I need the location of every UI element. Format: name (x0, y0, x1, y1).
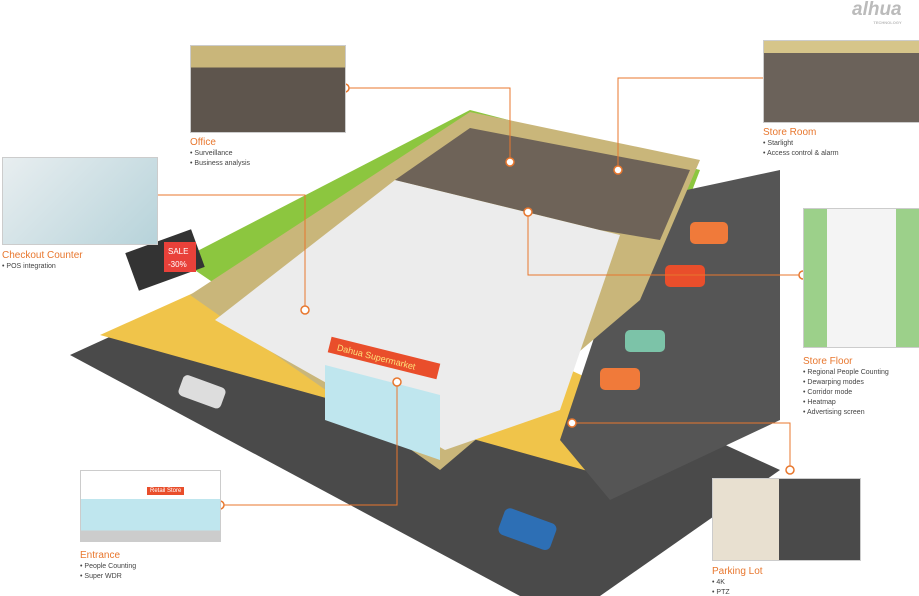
parking-bullet: 4K (712, 578, 763, 588)
store-room-bullet: Access control & alarm (763, 149, 839, 159)
office-title: Office (190, 137, 216, 148)
store-floor-bullet: Advertising screen (803, 408, 889, 418)
store-floor-bullet: Dewarping modes (803, 378, 889, 388)
store-room-thumbnail (763, 40, 919, 123)
entrance-bullet: People Counting (80, 562, 136, 572)
car (690, 222, 728, 244)
entrance-thumbnail: Retail Store (80, 470, 221, 542)
car (600, 368, 640, 390)
store-sign-board (327, 336, 441, 380)
parking-lot (560, 170, 780, 500)
office-label: OfficeSurveillanceBusiness analysis (190, 137, 250, 169)
car (625, 330, 665, 352)
store-room-title: Store Room (763, 127, 817, 138)
store-floor-label: Store Floor Regional People CountingDewa… (803, 356, 889, 418)
car (498, 508, 557, 551)
store-room-label: Store RoomStarlightAccess control & alar… (763, 127, 839, 159)
store-floor-title: Store Floor (803, 356, 853, 367)
office-thumbnail (190, 45, 346, 133)
logo-tagline: TECHNOLOGY (873, 20, 902, 25)
checkout-bullet: POS integration (2, 262, 83, 272)
billboard-sale-panel (164, 242, 196, 272)
checkout-thumbnail (2, 157, 158, 245)
car (665, 265, 705, 287)
logo-wordmark: alhua (852, 0, 902, 20)
entrance-title: Entrance (80, 550, 121, 561)
checkout-title: Checkout Counter (2, 250, 83, 261)
back-rooms (395, 128, 690, 240)
storefront (325, 365, 440, 460)
parking-bullet: PTZ (712, 588, 763, 596)
connector-lines (157, 77, 803, 506)
store-floor-bullet: Heatmap (803, 398, 889, 408)
entrance-bullet: Super WDR (80, 572, 136, 582)
store-floor-bullet: Regional People Counting (803, 368, 888, 378)
store-floor-thumbnail (803, 208, 919, 348)
store-floor (215, 180, 620, 450)
store-floor-bullet: Corridor mode (803, 388, 889, 398)
store-room-bullet: Starlight (763, 139, 839, 149)
entrance-sign: Retail Store (147, 487, 185, 495)
parking-title: Parking Lot (712, 566, 763, 577)
parking-label: Parking Lot4KPTZ (712, 566, 763, 596)
billboard-discount: -30% (168, 260, 187, 269)
office-bullet: Surveillance (190, 149, 250, 159)
office-bullet: Business analysis (190, 159, 250, 169)
entrance-label: EntrancePeople CountingSuper WDR (80, 550, 136, 582)
car (178, 375, 226, 409)
checkout-label: Checkout CounterPOS integration (2, 250, 83, 272)
billboard-text: SALE (168, 247, 188, 256)
parking-thumbnail (712, 478, 861, 561)
